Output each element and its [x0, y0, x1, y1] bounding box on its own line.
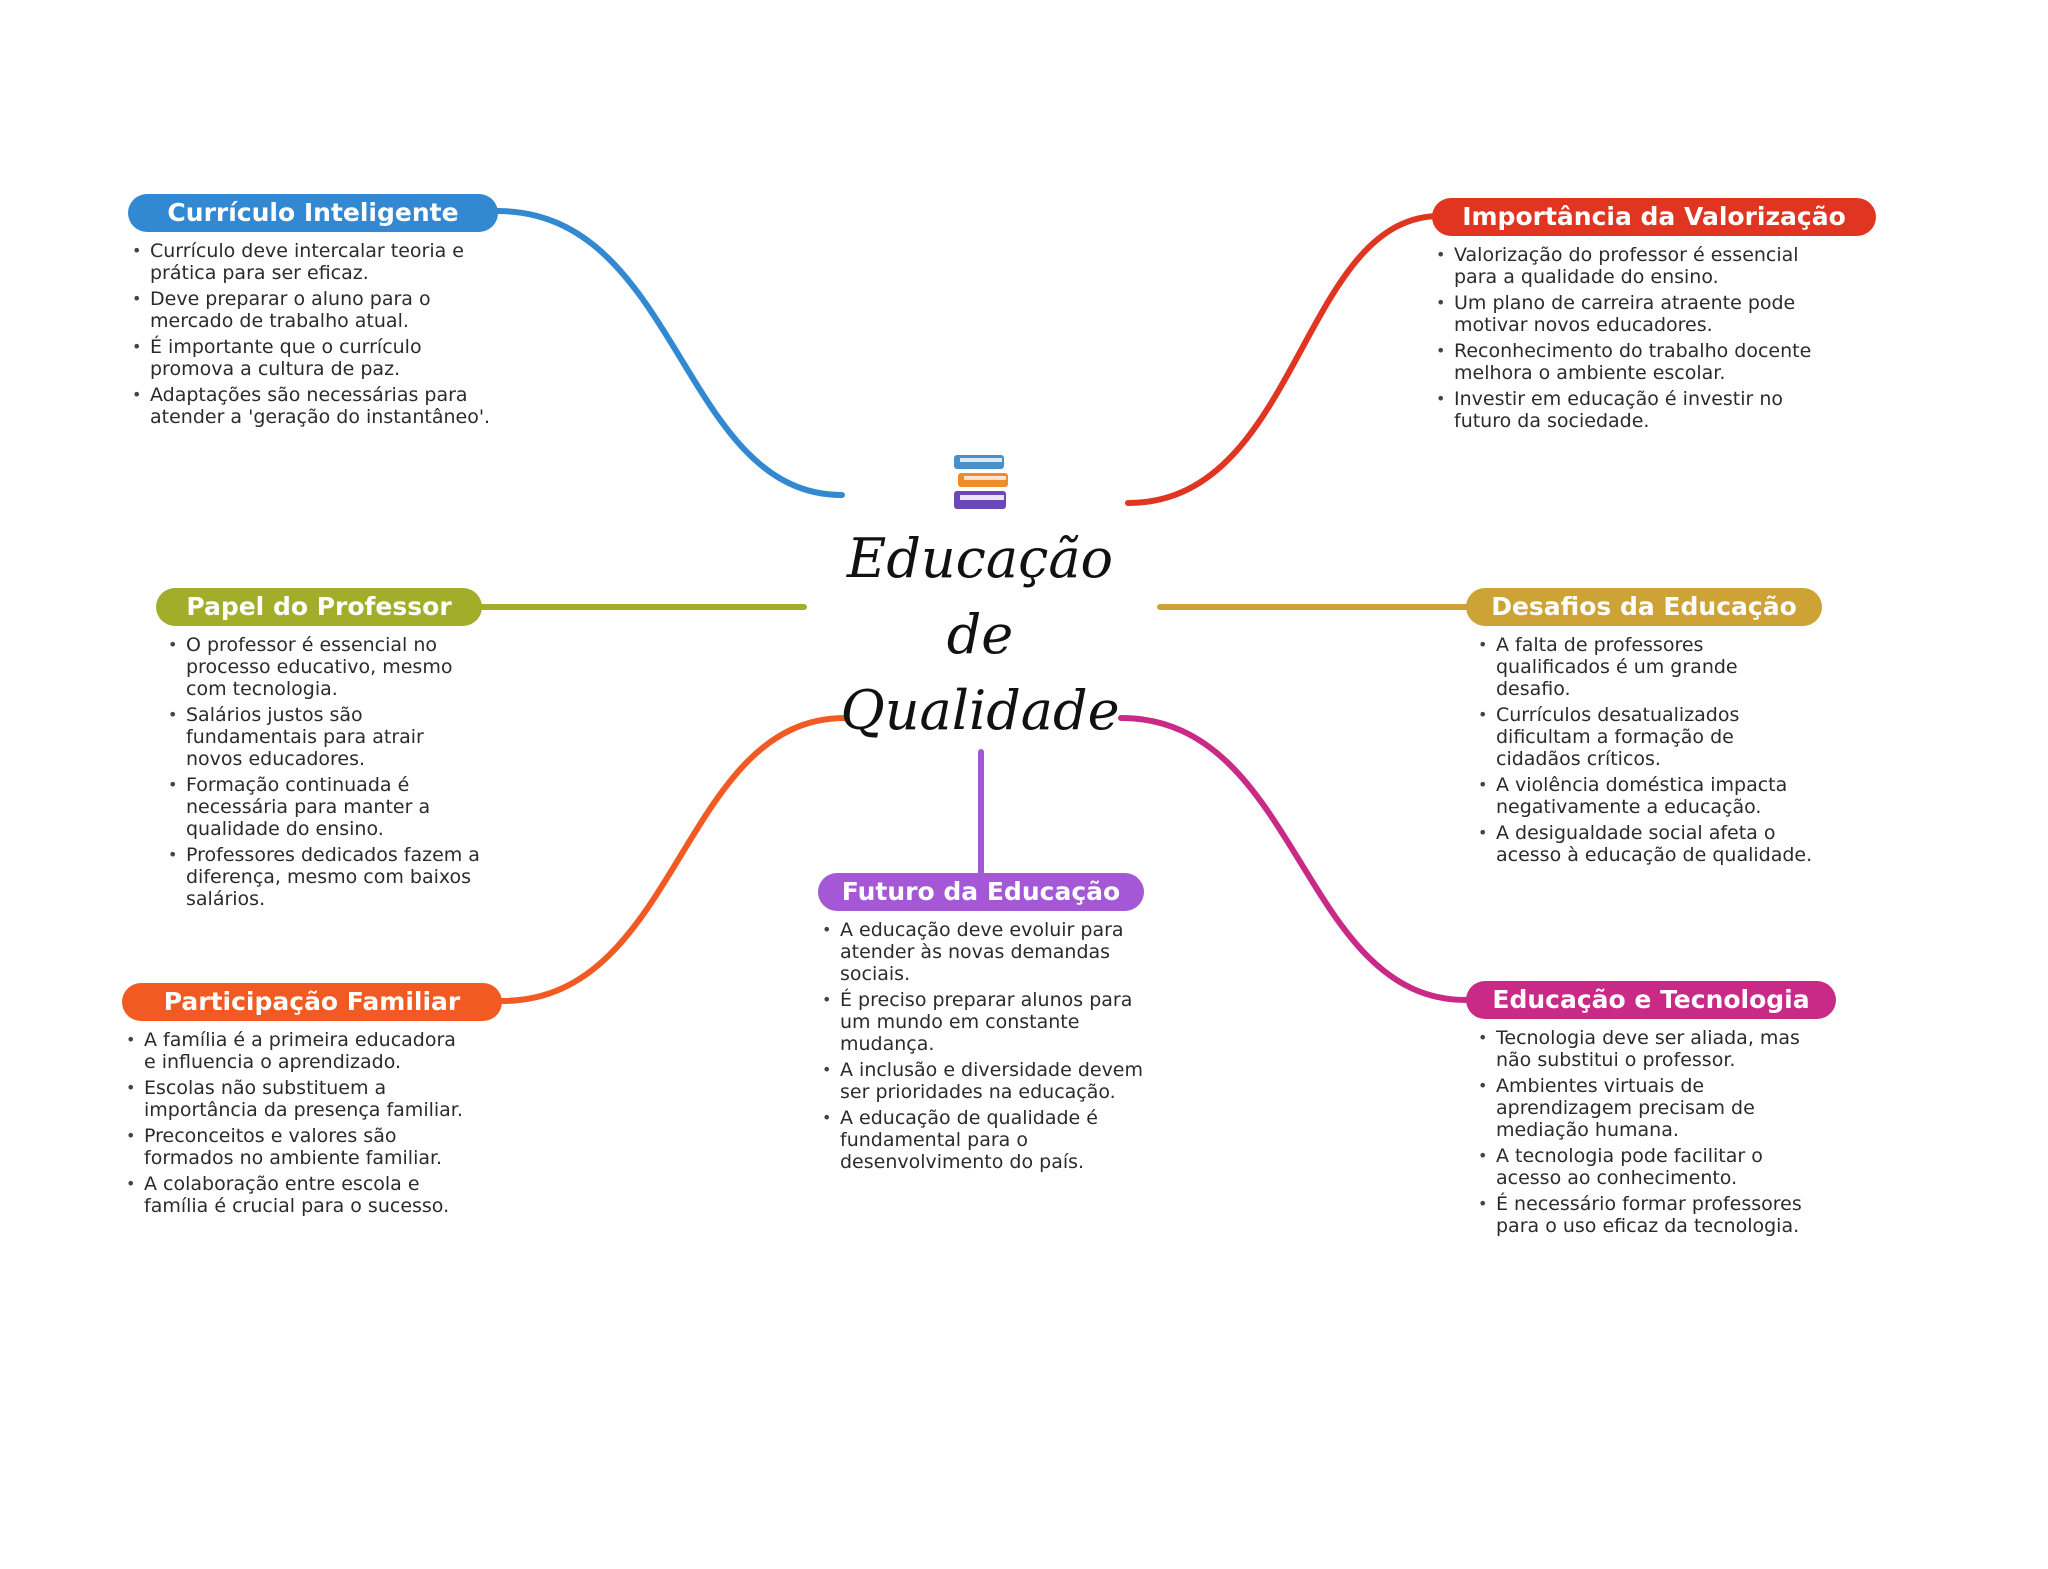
list-item: A falta de professores qualificados é um…	[1474, 634, 1814, 700]
branch-items-desafios: A falta de professores qualificados é um…	[1474, 634, 1814, 866]
list-item: Salários justos são fundamentais para at…	[164, 704, 484, 770]
connector-tecnologia	[1118, 715, 1469, 1003]
list-item: Um plano de carreira atraente pode motiv…	[1432, 292, 1842, 336]
list-item: Escolas não substituem a importância da …	[122, 1077, 472, 1121]
central-title-line: Educação	[846, 527, 1114, 590]
branch-items-tecnologia: Tecnologia deve ser aliada, mas não subs…	[1474, 1027, 1824, 1237]
list-item: Tecnologia deve ser aliada, mas não subs…	[1474, 1027, 1824, 1071]
list-item: A família é a primeira educadora e influ…	[122, 1029, 472, 1073]
branch-items-curriculo: Currículo deve intercalar teoria e práti…	[128, 240, 498, 428]
branch-title-tecnologia[interactable]: Educação e Tecnologia	[1466, 981, 1836, 1019]
central-title: Educação de Qualidade	[840, 521, 1119, 749]
list-item: Adaptações são necessárias para atender …	[128, 384, 498, 428]
branch-valorizacao: Importância da Valorização Valorização d…	[1432, 198, 1876, 436]
list-item: A violência doméstica impacta negativame…	[1474, 774, 1814, 818]
list-item: Reconhecimento do trabalho docente melho…	[1432, 340, 1842, 384]
branch-tecnologia: Educação e Tecnologia Tecnologia deve se…	[1466, 981, 1836, 1241]
branch-futuro: Futuro da Educação A educação deve evolu…	[818, 873, 1144, 1177]
list-item: Professores dedicados fazem a diferença,…	[164, 844, 484, 910]
list-item: Valorização do professor é essencial par…	[1432, 244, 1842, 288]
list-item: Currículo deve intercalar teoria e práti…	[128, 240, 498, 284]
branch-title-professor[interactable]: Papel do Professor	[156, 588, 482, 626]
list-item: Investir em educação é investir no futur…	[1432, 388, 1842, 432]
branch-familiar: Participação Familiar A família é a prim…	[122, 983, 502, 1221]
branch-title-futuro[interactable]: Futuro da Educação	[818, 873, 1144, 911]
list-item: Deve preparar o aluno para o mercado de …	[128, 288, 498, 332]
branch-title-desafios[interactable]: Desafios da Educação	[1466, 588, 1822, 626]
list-item: A tecnologia pode facilitar o acesso ao …	[1474, 1145, 1824, 1189]
list-item: Currículos desatualizados dificultam a f…	[1474, 704, 1814, 770]
list-item: Formação continuada é necessária para ma…	[164, 774, 484, 840]
branch-items-valorizacao: Valorização do professor é essencial par…	[1432, 244, 1842, 432]
connector-curriculo	[494, 208, 845, 498]
branch-professor: Papel do Professor O professor é essenci…	[156, 588, 482, 914]
connector-valorizacao	[1125, 213, 1443, 506]
branch-items-futuro: A educação deve evoluir para atender às …	[818, 919, 1158, 1173]
list-item: Preconceitos e valores são formados no a…	[122, 1125, 472, 1169]
books-icon	[954, 455, 1008, 509]
list-item: É necessário formar professores para o u…	[1474, 1193, 1824, 1237]
list-item: É importante que o currículo promova a c…	[128, 336, 498, 380]
branch-items-professor: O professor é essencial no processo educ…	[164, 634, 484, 910]
list-item: A colaboração entre escola e família é c…	[122, 1173, 472, 1217]
central-title-line: Qualidade	[840, 679, 1120, 742]
list-item: A inclusão e diversidade devem ser prior…	[818, 1059, 1158, 1103]
branch-curriculo: Currículo Inteligente Currículo deve int…	[128, 194, 498, 432]
branch-items-familiar: A família é a primeira educadora e influ…	[122, 1029, 472, 1217]
central-topic: Educação de Qualidade	[830, 435, 1130, 765]
branch-title-valorizacao[interactable]: Importância da Valorização	[1432, 198, 1876, 236]
central-title-line: de	[946, 603, 1014, 666]
list-item: A educação de qualidade é fundamental pa…	[818, 1107, 1158, 1173]
branch-title-familiar[interactable]: Participação Familiar	[122, 983, 502, 1021]
connector-familiar	[499, 715, 848, 1004]
list-item: O professor é essencial no processo educ…	[164, 634, 484, 700]
list-item: Ambientes virtuais de aprendizagem preci…	[1474, 1075, 1824, 1141]
list-item: É preciso preparar alunos para um mundo …	[818, 989, 1158, 1055]
list-item: A educação deve evoluir para atender às …	[818, 919, 1158, 985]
branch-desafios: Desafios da Educação A falta de professo…	[1466, 588, 1822, 870]
list-item: A desigualdade social afeta o acesso à e…	[1474, 822, 1814, 866]
branch-title-curriculo[interactable]: Currículo Inteligente	[128, 194, 498, 232]
